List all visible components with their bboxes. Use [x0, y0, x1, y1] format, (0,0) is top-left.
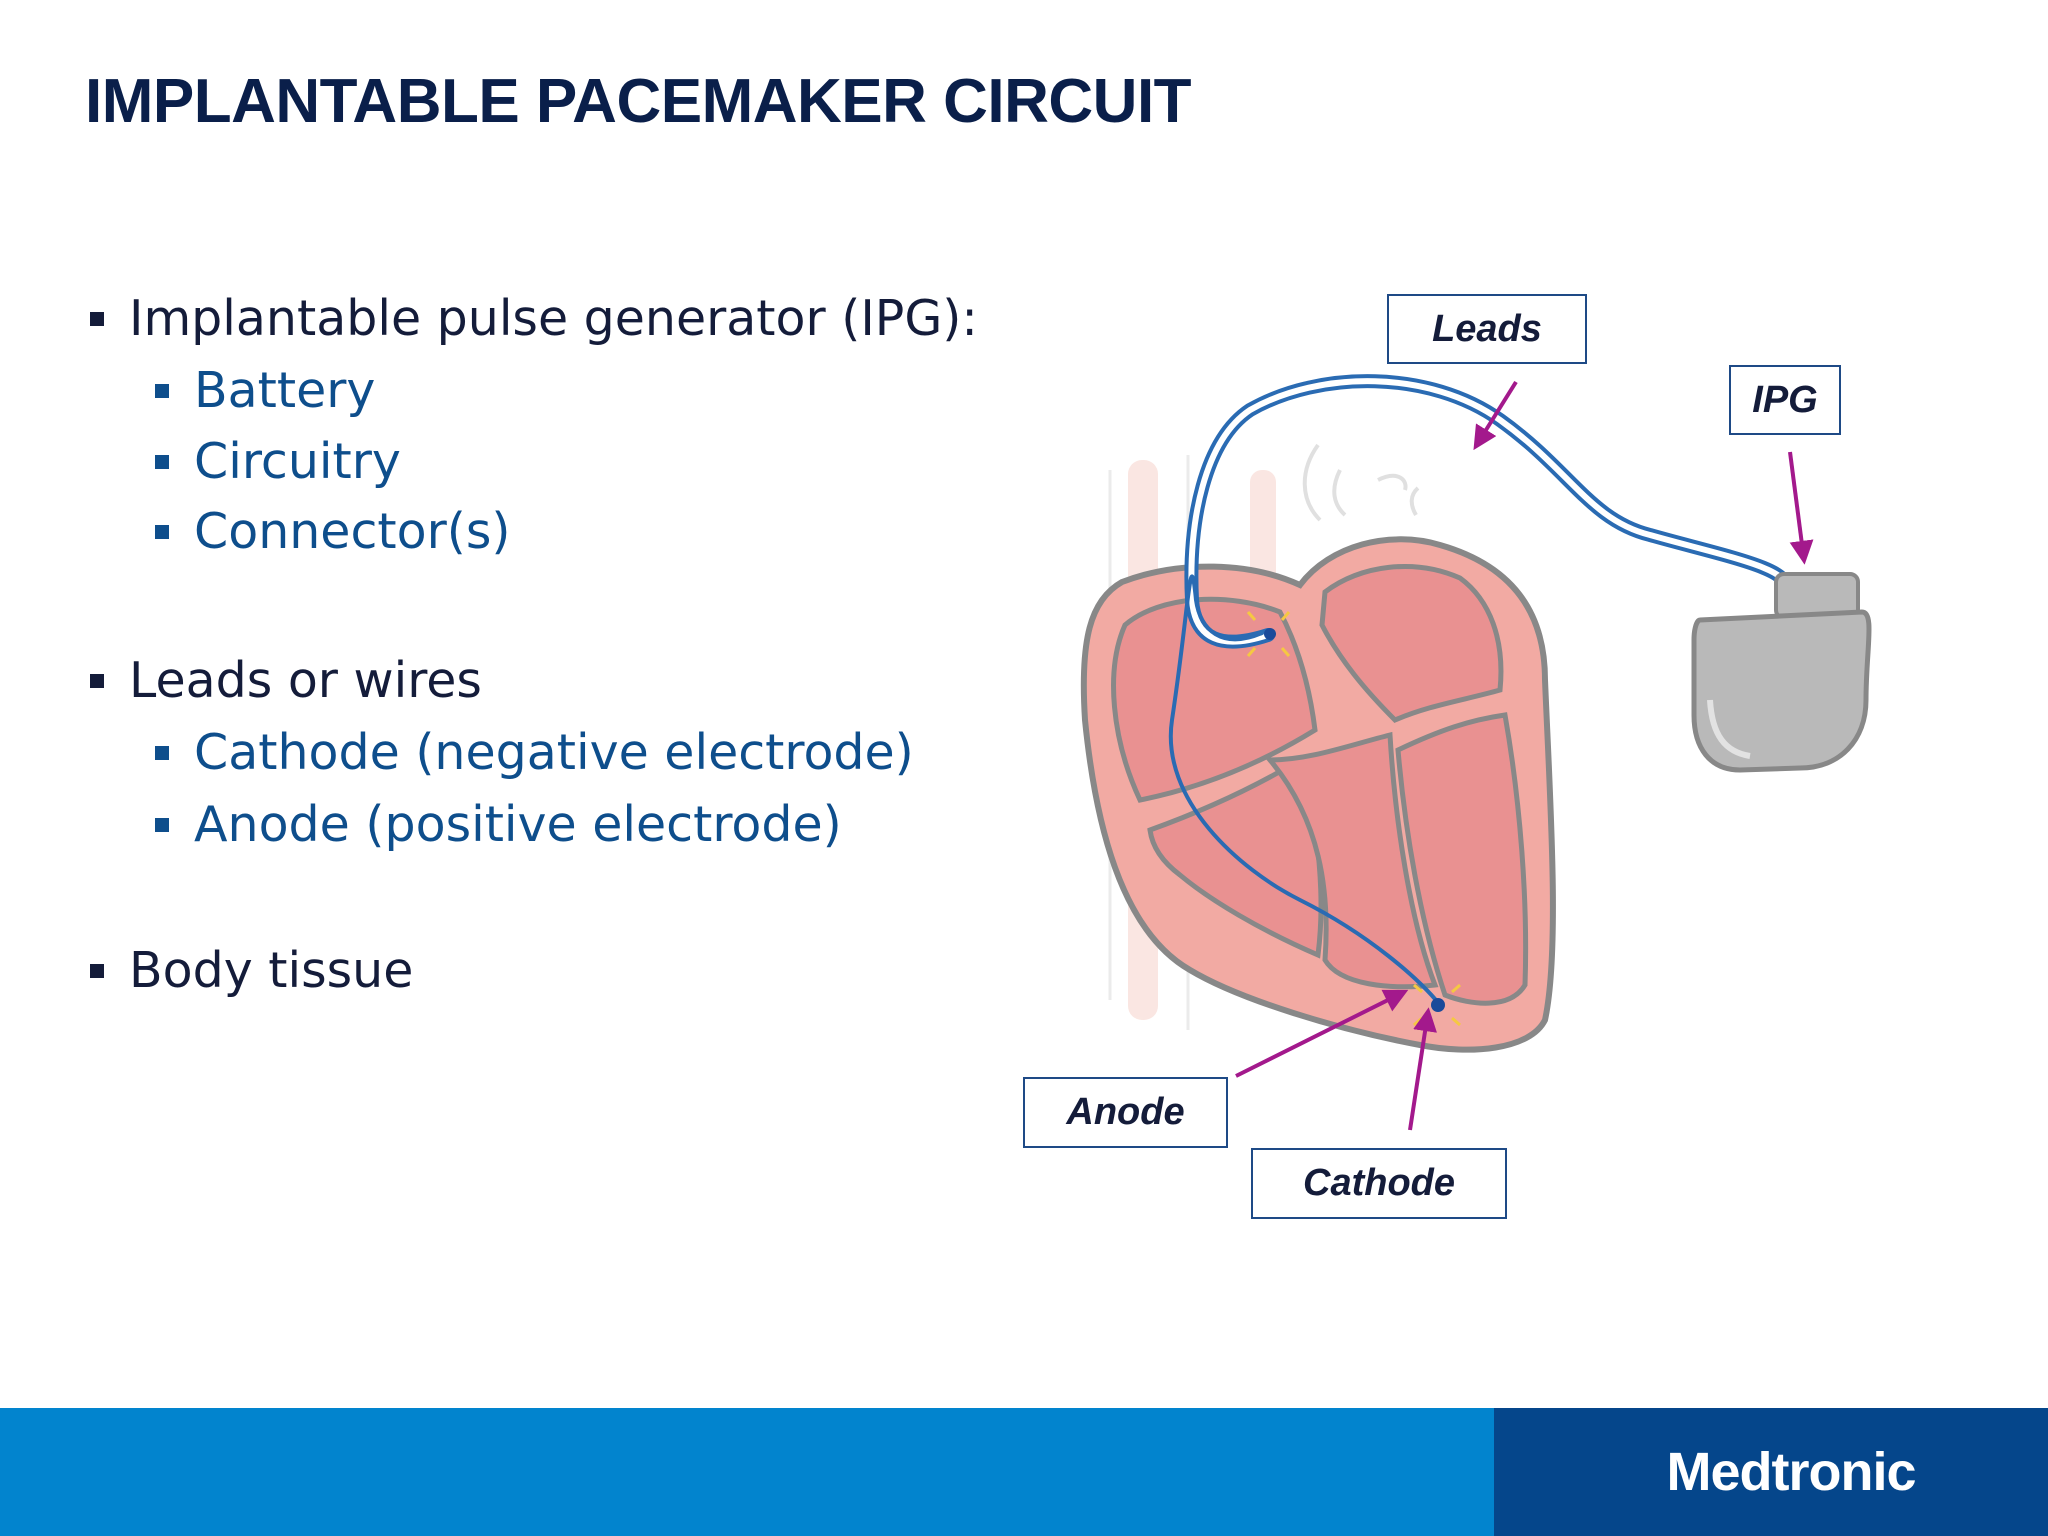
bullet-text: Leads or wires: [129, 652, 482, 709]
heart-septum-lower: [1264, 731, 1439, 990]
bullet-connectors: Connector(s): [155, 503, 511, 560]
ipg-device: [1691, 572, 1872, 773]
label-cathode: Cathode: [1251, 1148, 1507, 1219]
bullet-text: Circuitry: [194, 433, 401, 490]
heart-chamber-right-atrium: [1111, 596, 1318, 803]
bullet-text: Body tissue: [129, 942, 414, 999]
bullet-circuitry: Circuitry: [155, 433, 401, 490]
bullet-text: Anode (positive electrode): [194, 796, 842, 853]
bullet-marker: [155, 454, 169, 469]
bullet-marker: [155, 524, 169, 539]
bullet-marker: [155, 383, 169, 398]
bullet-marker: [155, 745, 169, 760]
heart-chamber-left-atrium: [1319, 564, 1504, 723]
bullet-battery: Battery: [155, 362, 375, 419]
bullet-anode: Anode (positive electrode): [155, 796, 842, 853]
bullet-text: Cathode (negative electrode): [194, 724, 914, 781]
electrode-atrial: [1246, 611, 1291, 657]
footer-brand-block: Medtronic: [1494, 1408, 2048, 1536]
bullet-ipg: Implantable pulse generator (IPG):: [90, 290, 978, 347]
bullet-text: Battery: [194, 362, 376, 419]
bullet-marker: [90, 311, 104, 326]
bullet-marker: [90, 673, 104, 688]
bullet-text: Connector(s): [194, 503, 511, 560]
bullet-tissue: Body tissue: [90, 942, 413, 999]
pacemaker-heart-diagram: [1080, 374, 1872, 1131]
bullet-leads: Leads or wires: [90, 652, 482, 709]
medtronic-logo: Medtronic: [1666, 1442, 1916, 1502]
bullet-text: Implantable pulse generator (IPG):: [129, 290, 978, 347]
slide-title: IMPLANTABLE PACEMAKER CIRCUIT: [85, 67, 1192, 136]
label-ipg: IPG: [1729, 365, 1841, 435]
pointer-arrows: [1235, 380, 1814, 1131]
label-leads: Leads: [1387, 294, 1587, 364]
lead-wires: [1168, 374, 1792, 1007]
bullet-marker: [90, 963, 104, 978]
heart-chamber-left-ventricle: [1395, 712, 1529, 1006]
label-anode: Anode: [1023, 1077, 1228, 1148]
bullet-marker: [155, 817, 169, 832]
bullet-cathode: Cathode (negative electrode): [155, 724, 914, 781]
